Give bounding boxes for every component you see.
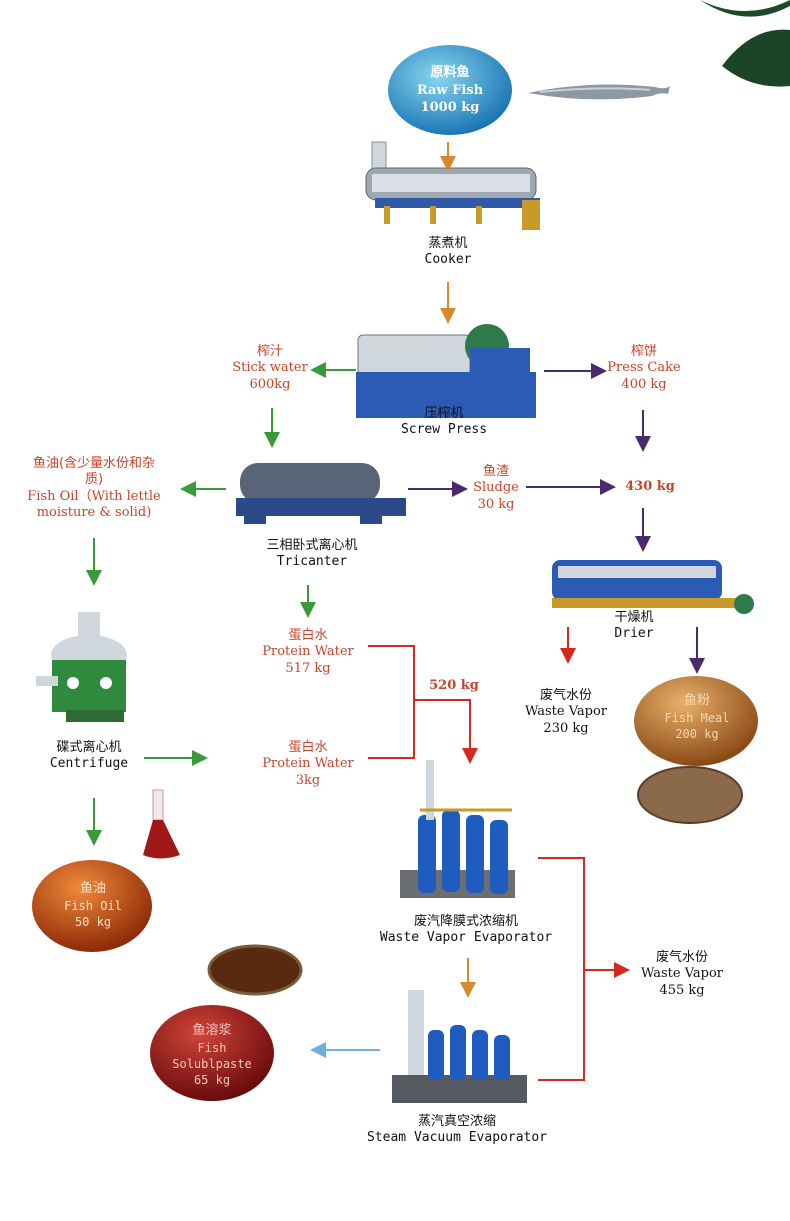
- wv-evaporator-label: 废汽降膜式浓缩机 Waste Vapor Evaporator: [379, 914, 553, 946]
- screw-press-label: 压榨机 Screw Press: [400, 406, 488, 438]
- fish-oil-bubble: [32, 860, 152, 952]
- cooker-label: 蒸煮机 Cooker: [424, 236, 472, 268]
- tricanter-machine: [236, 463, 406, 524]
- drier-machine: [552, 560, 754, 614]
- fish-meal-label: 鱼粉 Fish Meal 200 kg: [664, 693, 730, 741]
- fish-meal-bowl-image: [637, 766, 743, 824]
- stick-water-label: 榨汁 Stick water 600kg: [232, 344, 308, 392]
- press-cake-label: 榨饼 Press Cake 400 kg: [607, 344, 681, 392]
- sludge-label: 鱼渣 Sludge 30 kg: [473, 464, 519, 512]
- solubl-paste-bowl-image: [207, 944, 303, 996]
- raw-fish-label: 原料鱼 Raw Fish 1000 kg: [416, 65, 484, 116]
- fish-oil-moisture-label: 鱼油(含少量水份和杂 质) Fish Oil（With lettle moist…: [27, 456, 161, 520]
- centrifuge-machine: [36, 612, 127, 722]
- screw-press-machine: [356, 324, 536, 418]
- protein-water-3-label: 蛋白水 Protein Water 3kg: [262, 740, 354, 788]
- raw-fish-bubble: [388, 45, 512, 135]
- protein-water-517-label: 蛋白水 Protein Water 517 kg: [262, 628, 354, 676]
- fish-solubl-label: 鱼溶浆 Fish Solublpaste 65 kg: [172, 1023, 252, 1087]
- waste-vapor-455-label: 废气水份 Waste Vapor 455 kg: [640, 950, 723, 998]
- oil-flask-image: [143, 789, 180, 859]
- centrifuge-label: 碟式离心机 Centrifuge: [49, 740, 129, 772]
- cooker-machine: [365, 141, 540, 230]
- drier-label: 干燥机 Drier: [614, 610, 654, 642]
- steam-vacuum-evaporator-machine: [392, 990, 527, 1103]
- steam-evaporator-label: 蒸汽真空浓缩 Steam Vacuum Evaporator: [366, 1114, 547, 1146]
- arrow-520-to-evaporator: [414, 699, 478, 764]
- total-430-label: 430 kg: [625, 479, 675, 494]
- waste-vapor-230-label: 废气水份 Waste Vapor 230 kg: [524, 688, 607, 736]
- line-proteinwater-517: [368, 645, 415, 759]
- tricanter-label: 三相卧式离心机 Tricanter: [266, 538, 358, 570]
- fish-solubl-bubble: [150, 1005, 274, 1101]
- leaf-decoration: [700, 0, 790, 87]
- fish-meal-bubble: [634, 676, 758, 766]
- waste-vapor-evaporator-machine: [400, 760, 515, 898]
- flow-arrows: [86, 142, 705, 1081]
- fish-image: [528, 84, 670, 100]
- total-520-label: 520 kg: [429, 678, 479, 693]
- line-waste-vapor-collect: [538, 857, 585, 1081]
- fish-oil-label: 鱼油 Fish Oil 50 kg: [64, 881, 122, 929]
